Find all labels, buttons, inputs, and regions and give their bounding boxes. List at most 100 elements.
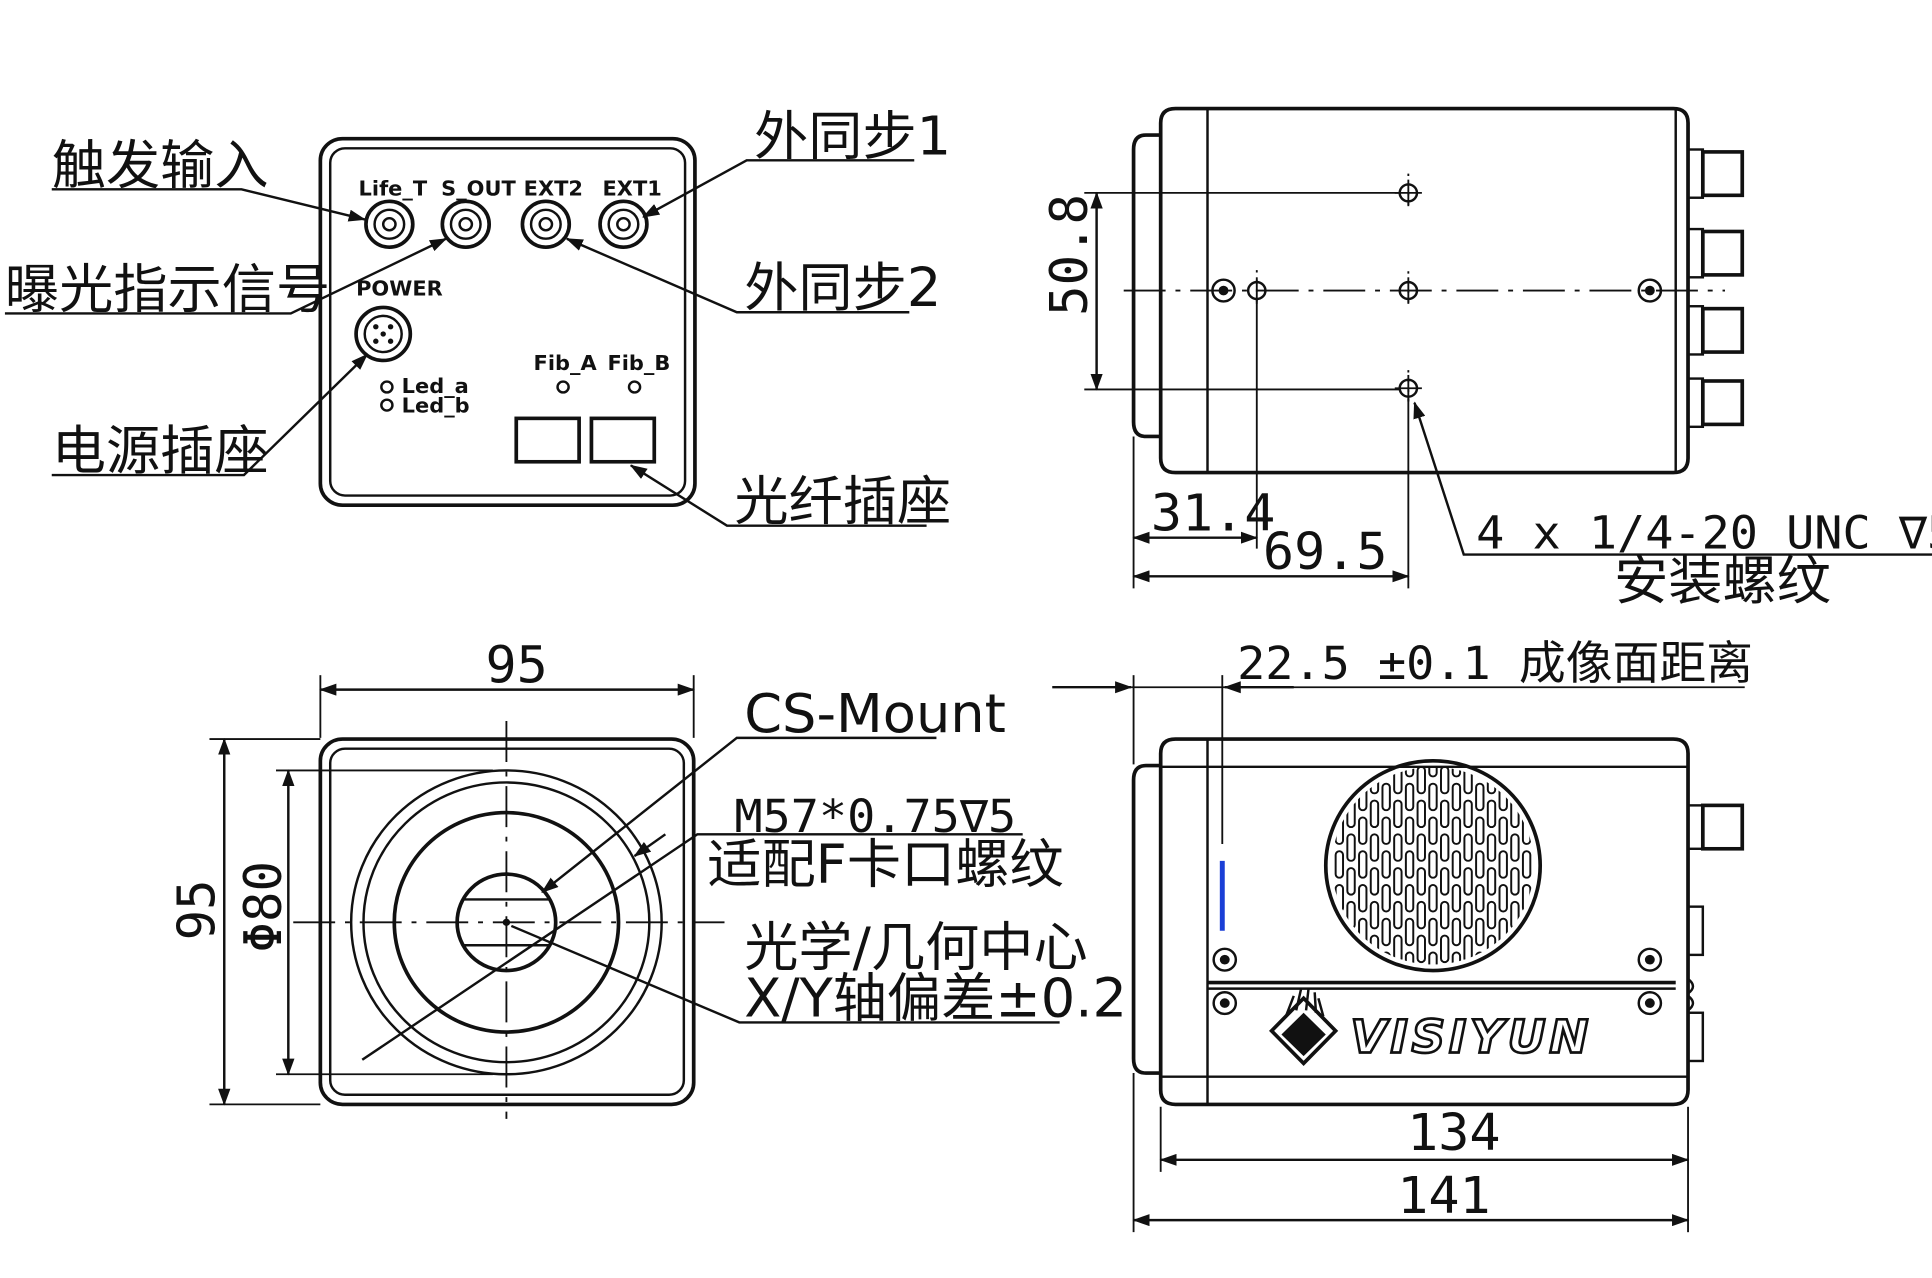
fan-slot [1440, 799, 1450, 829]
fan-slot [1416, 833, 1426, 862]
fan-slot [1475, 951, 1485, 965]
fan-slot [1404, 917, 1415, 947]
dim-flange-distance: 22.5 ±0.1 成像面距离 [1237, 636, 1753, 689]
fib-a-indicator [556, 380, 570, 394]
fan-grille-icon [1323, 758, 1543, 973]
fan-slot [1334, 951, 1345, 965]
led-a-label: Led_a [402, 374, 469, 398]
fan-slot [1358, 951, 1368, 965]
fan-slot [1440, 900, 1450, 930]
fan-slot [1486, 867, 1497, 896]
label-center-note: 光学/几何中心 [744, 916, 1087, 978]
fan-slot [1404, 816, 1415, 845]
fan-slot [1334, 883, 1345, 913]
fan-slot [1521, 782, 1532, 812]
fan-slot [1510, 900, 1520, 930]
fan-slot [1416, 900, 1426, 930]
side-view-connectors [1686, 803, 1745, 1063]
fan-slot [1463, 934, 1473, 964]
fan-slot [1498, 951, 1508, 965]
connector-ext2 [520, 199, 572, 249]
connector-life-t [364, 199, 415, 249]
fan-slot [1463, 799, 1473, 829]
top-view-holes [1211, 179, 1663, 402]
rear-panel-view: Life_T S_OUT EXT2 EXT1 POWER Led_a Led_b… [5, 105, 951, 533]
dim-hole-offset-2: 69.5 [1263, 523, 1388, 582]
dim-front-height: 95 [167, 879, 228, 940]
label-power-socket: 电源插座 [52, 420, 269, 482]
fan-slot [1451, 782, 1462, 812]
fan-slot [1369, 934, 1380, 964]
label-fiber-socket: 光纤插座 [734, 470, 951, 532]
fan-slot [1521, 766, 1532, 778]
fan-slot [1334, 782, 1345, 812]
fan-slot [1463, 900, 1473, 930]
fan-slot [1346, 799, 1356, 829]
fan-slot [1404, 883, 1415, 913]
fan-slot [1428, 782, 1438, 812]
fan-slot [1451, 816, 1462, 845]
power-label: POWER [356, 277, 443, 301]
fan-slot [1358, 816, 1368, 845]
fan-slot [1486, 799, 1497, 829]
fan-slot [1521, 883, 1532, 913]
fan-slot [1440, 867, 1450, 896]
port-label-s-out: S_OUT [441, 177, 517, 201]
fan-slot [1440, 766, 1450, 795]
fan-slot [1510, 833, 1520, 862]
fan-slot [1404, 782, 1415, 812]
fan-slot [1428, 951, 1438, 965]
front-view: 95 95 Φ80 CS-Mount M57*0.75∇5 适配F卡口螺纹 光学… [167, 636, 1127, 1119]
fiber-port-a [514, 416, 581, 464]
fan-slot [1393, 766, 1403, 795]
fan-slot [1486, 900, 1497, 930]
fan-slot [1475, 816, 1485, 845]
fib-a-label: Fib_A [534, 351, 597, 375]
fan-slot [1510, 766, 1520, 795]
fan-slot [1486, 833, 1497, 862]
fan-slot [1510, 934, 1520, 964]
fan-slot [1416, 934, 1426, 964]
top-view-connectors [1686, 148, 1745, 429]
fan-slot [1404, 951, 1415, 965]
fan-slot [1393, 867, 1403, 896]
fan-slot [1510, 867, 1520, 896]
port-label-life-t: Life_T [359, 177, 428, 201]
brand-wordmark: VISIYUN [1350, 1010, 1592, 1063]
dim-hole-offset-1: 31.4 [1151, 484, 1276, 543]
fan-slot [1369, 833, 1380, 862]
fan-slot [1404, 766, 1415, 778]
side-view: VISIYUN 22.5 ±0.1 成像面距离 134 141 [1052, 636, 1753, 1233]
fan-slot [1334, 850, 1345, 879]
fan-slot [1404, 850, 1415, 879]
fan-slot [1521, 951, 1532, 965]
fan-slot [1393, 934, 1403, 964]
fan-slot [1358, 850, 1368, 879]
port-label-ext1: EXT1 [603, 177, 662, 201]
fan-slot [1381, 850, 1391, 879]
fan-slot [1463, 766, 1473, 795]
fan-slot [1346, 934, 1356, 964]
fan-slot [1381, 816, 1391, 845]
fan-slot [1358, 766, 1368, 778]
led-a-indicator [380, 380, 394, 394]
mount-hole-spec: 4 x 1/4-20 UNC ∇5 [1476, 506, 1932, 559]
power-socket [354, 305, 413, 363]
fan-slot [1510, 799, 1520, 829]
side-view-screws [1212, 947, 1663, 1016]
led-b-label: Led_b [402, 394, 470, 418]
fiber-port-b [589, 416, 657, 464]
fan-slot [1428, 816, 1438, 845]
fan-slot [1475, 917, 1485, 947]
fan-slot [1463, 867, 1473, 896]
label-thread-note: 适配F卡口螺纹 [707, 833, 1063, 895]
fan-slot [1346, 867, 1356, 896]
label-cs-mount: CS-Mount [744, 682, 1006, 744]
fan-slot [1440, 934, 1450, 964]
visiyun-logo: VISIYUN [1269, 988, 1592, 1066]
dim-total-length: 141 [1397, 1166, 1490, 1225]
fan-slot [1451, 766, 1462, 778]
fan-slot [1428, 850, 1438, 879]
fan-slot [1475, 883, 1485, 913]
fan-slot [1463, 833, 1473, 862]
